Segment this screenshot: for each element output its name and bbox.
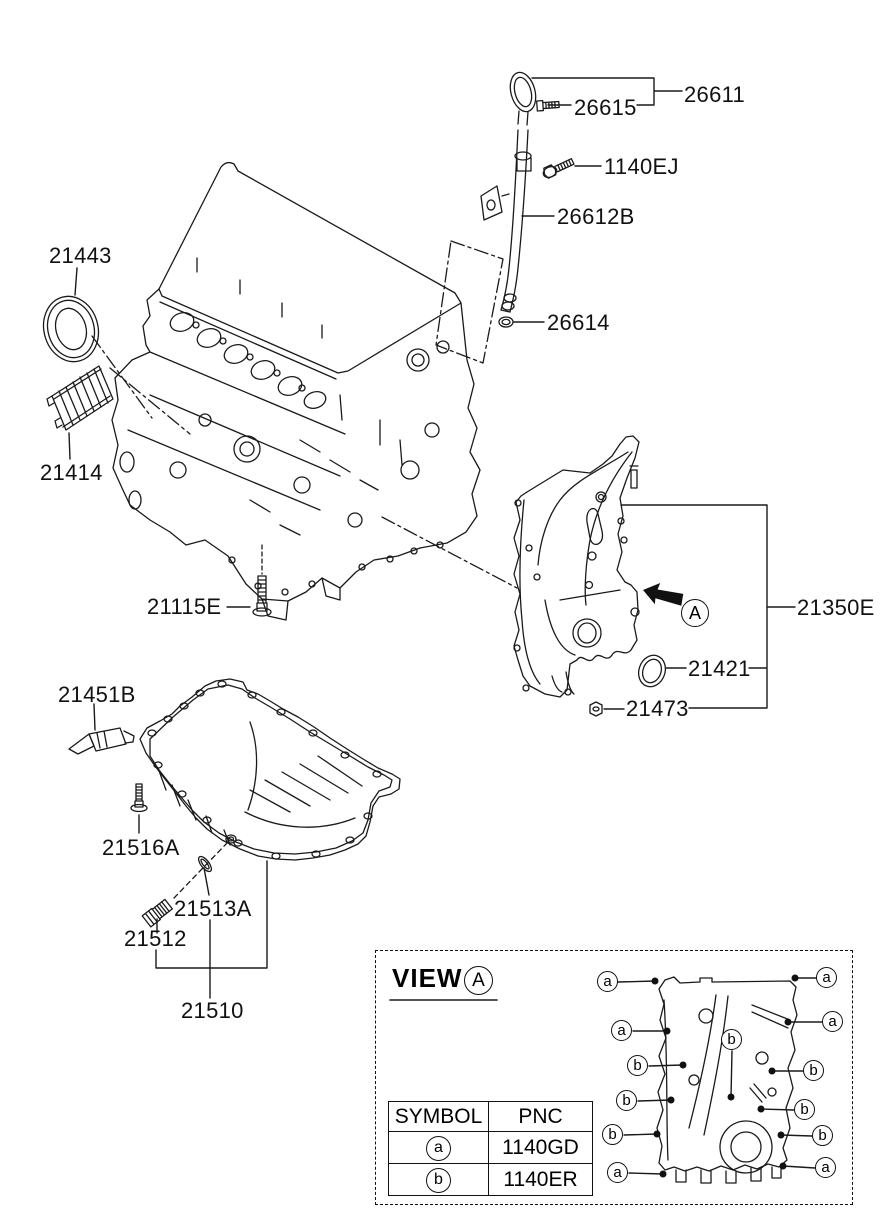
symbol-a-icon: a bbox=[426, 1135, 451, 1161]
drain-plug-alignment-dashed-line bbox=[173, 841, 229, 899]
view-a-title: VIEW bbox=[392, 963, 463, 993]
timing-cover-21350E-drawing bbox=[513, 435, 640, 698]
part-label-21512: 21512 bbox=[124, 926, 187, 951]
callout-b: b bbox=[721, 1029, 742, 1050]
part-label-21115E: 21115E bbox=[147, 594, 222, 619]
pnc-value: 1140ER bbox=[488, 1163, 593, 1196]
part-label-26615: 26615 bbox=[574, 95, 637, 120]
callout-a: a bbox=[815, 1157, 836, 1178]
symbol-pnc-table: SYMBOL PNC a 1140GD b 1140ER bbox=[388, 1101, 593, 1196]
alignment-centerlines bbox=[91, 240, 518, 589]
oil-pan-drawing bbox=[139, 678, 401, 861]
part-label-21510: 21510 bbox=[181, 998, 244, 1023]
seal-21421-drawing bbox=[637, 654, 667, 688]
sealant-21451B-drawing bbox=[68, 727, 135, 755]
part-label-21513A: 21513A bbox=[174, 896, 252, 921]
part-label-21516A: 21516A bbox=[102, 835, 180, 860]
arrow-view-ref-a-icon: A bbox=[681, 599, 709, 627]
callout-a: a bbox=[611, 1020, 632, 1041]
part-label-21451B: 21451B bbox=[58, 682, 136, 707]
gasket-21513A-drawing bbox=[197, 855, 213, 873]
table-row: a 1140GD bbox=[388, 1131, 593, 1164]
oil-level-gauge-drawing bbox=[480, 71, 537, 328]
plug-21473-drawing bbox=[589, 701, 603, 717]
callout-a: a bbox=[597, 971, 618, 992]
callout-b: b bbox=[803, 1060, 824, 1081]
table-header-symbol: SYMBOL bbox=[388, 1101, 489, 1132]
part-label-21473: 21473 bbox=[626, 696, 689, 721]
symbol-b-icon: b bbox=[426, 1167, 451, 1193]
leader-lines bbox=[68, 77, 796, 999]
table-header-pnc: PNC bbox=[488, 1101, 593, 1132]
callout-a: a bbox=[607, 1162, 628, 1183]
callout-b: b bbox=[602, 1124, 623, 1145]
callout-b: b bbox=[616, 1090, 637, 1111]
callout-b: b bbox=[627, 1055, 648, 1076]
part-label-21421: 21421 bbox=[688, 656, 751, 681]
bolt-1140EJ-drawing bbox=[542, 158, 575, 179]
part-label-21414: 21414 bbox=[40, 460, 103, 485]
part-label-26612B: 26612B bbox=[557, 204, 635, 229]
part-label-21350E: 21350E bbox=[797, 595, 875, 620]
view-a-ref-icon: A bbox=[464, 966, 493, 995]
part-label-26611: 26611 bbox=[684, 82, 746, 107]
view-a-detail-box bbox=[375, 950, 853, 1205]
callout-a: a bbox=[816, 967, 837, 988]
bolt-21516A-drawing bbox=[130, 783, 148, 813]
view-direction-arrow bbox=[643, 582, 684, 606]
drain-plug-21512-drawing bbox=[141, 898, 173, 928]
baffle-21414-drawing bbox=[46, 365, 114, 431]
view-a-callout-leaders bbox=[617, 974, 823, 1178]
callout-b: b bbox=[812, 1125, 833, 1146]
engine-block-drawing bbox=[111, 161, 481, 621]
pnc-value: 1140GD bbox=[488, 1131, 593, 1164]
bolt-21115E-drawing bbox=[252, 575, 272, 617]
table-row: b 1140ER bbox=[388, 1163, 593, 1196]
part-label-26614: 26614 bbox=[547, 310, 610, 335]
part-label-21443: 21443 bbox=[49, 243, 112, 268]
callout-a: a bbox=[822, 1011, 843, 1032]
view-a-cover-drawing bbox=[656, 976, 798, 1184]
part-label-1140EJ: 1140EJ bbox=[604, 154, 679, 179]
seal-21443-drawing bbox=[42, 295, 100, 363]
callout-b: b bbox=[794, 1099, 815, 1120]
